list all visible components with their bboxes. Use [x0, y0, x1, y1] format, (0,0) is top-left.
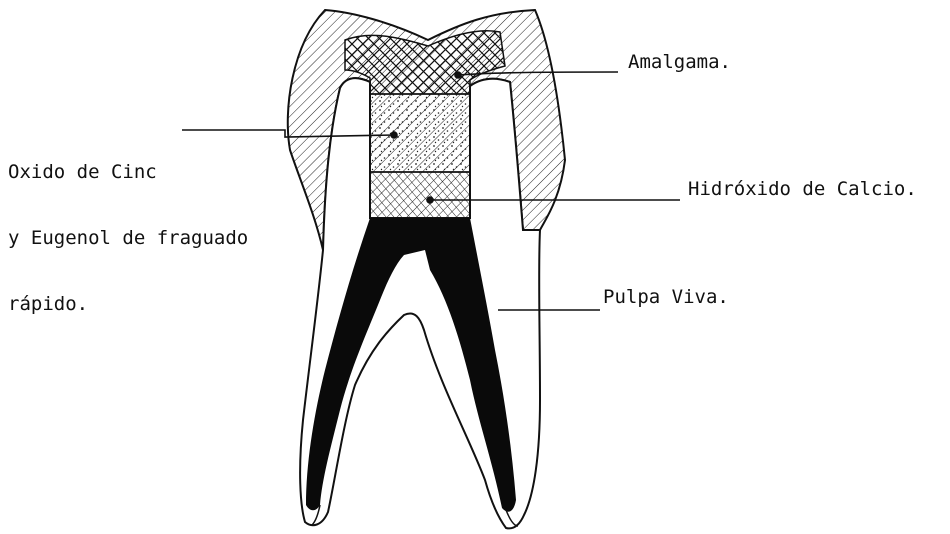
label-oxido-line-2: y Eugenol de fraguado — [8, 227, 248, 249]
label-oxido-de-cinc: Oxido de Cinc y Eugenol de fraguado rápi… — [8, 117, 248, 337]
label-oxido-line-3: rápido. — [8, 293, 248, 315]
root-tip-lines — [312, 505, 518, 526]
hidroxido-de-calcio-layer — [370, 172, 470, 218]
label-amalgama: Amalgama. — [628, 51, 731, 73]
oxido-de-cinc-layer — [370, 94, 470, 172]
label-pulpa-viva: Pulpa Viva. — [603, 286, 729, 308]
label-oxido-line-1: Oxido de Cinc — [8, 161, 248, 183]
label-hidroxido-de-calcio: Hidróxido de Calcio. — [688, 178, 917, 200]
